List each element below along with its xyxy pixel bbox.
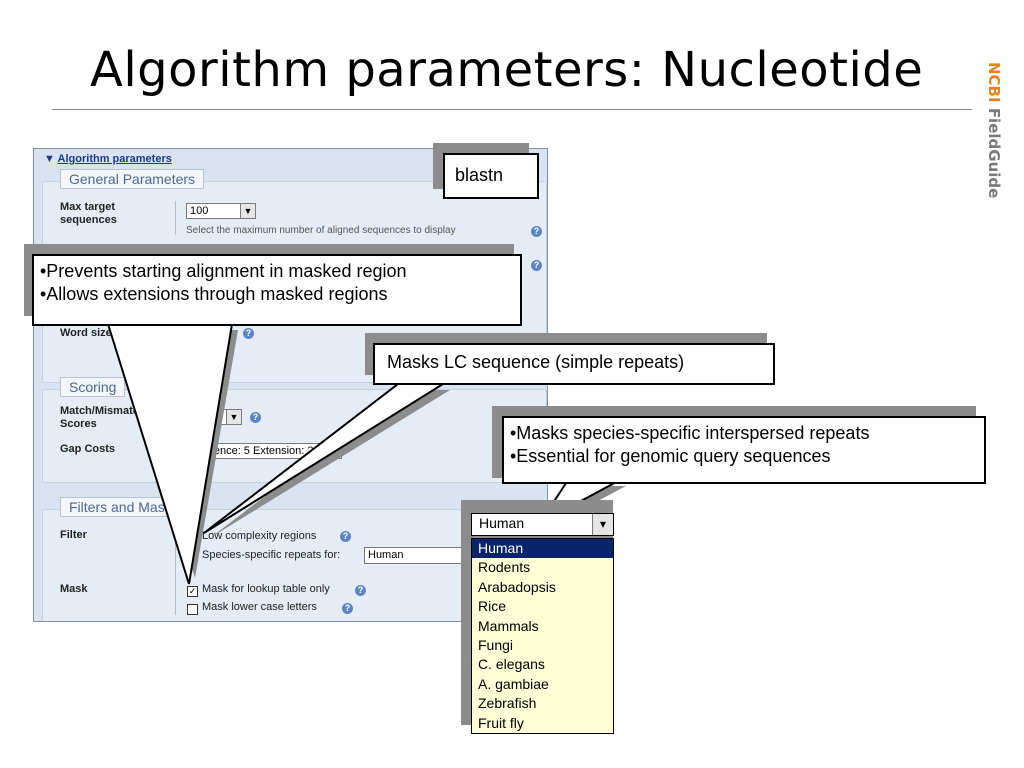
scoring-title: Scoring [60,377,126,397]
general-parameters-title: General Parameters [60,169,205,189]
help-icon[interactable]: ? [243,328,254,339]
species-option[interactable]: Rice [478,598,507,615]
help-icon[interactable]: ? [355,585,366,596]
species-option[interactable]: Mammals [478,617,539,634]
lc-pointer [203,383,447,534]
triangle-down-icon: ▼ [44,153,55,165]
species-option[interactable]: C. elegans [478,656,545,673]
gap-costs-label: Gap Costs [60,443,116,455]
max-target-hint: Select the maximum number of aligned seq… [186,225,456,236]
mask-lower-label: Mask lower case letters [202,601,317,613]
chevron-down-icon: ▼ [240,204,255,218]
mask-lookup-callout: •Prevents starting alignment in masked r… [32,254,522,326]
chevron-down-icon[interactable]: ▾ [592,514,613,535]
max-target-select[interactable]: 100 ▼ [186,203,256,219]
species-option[interactable]: A. gambiae [478,675,549,692]
filter-label: Filter [60,529,87,541]
gap-costs-select[interactable]: Existence: 5 Extension: 2 [186,443,342,459]
species-option[interactable]: Rodents [478,559,531,576]
help-icon[interactable]: ? [531,226,542,237]
species-options-list: Human Rodents Arabadopsis Rice Mammals F… [471,538,614,734]
species-select[interactable]: Human [364,547,468,564]
ncbi-fieldguide-logo: NCBI FieldGuide [985,62,1003,199]
slide-title: Algorithm parameters: Nucleotide [90,42,924,98]
divider [175,201,176,235]
chevron-down-icon: ▼ [226,410,241,424]
mask-label: Mask [60,583,88,595]
mask-lookup-label: Mask for lookup table only [202,583,330,595]
blastn-callout: blastn [443,153,539,199]
algorithm-parameters-toggle[interactable]: ▼ Algorithm parameters [44,153,172,165]
species-option[interactable]: Arabadopsis [478,578,556,595]
low-complexity-label: Low complexity regions [202,530,317,542]
species-option[interactable]: Fruit fly [478,714,524,731]
species-option[interactable]: Zebrafish [478,695,537,712]
species-dropdown-field[interactable]: Human ▾ [471,513,614,536]
species-option[interactable]: Fungi [478,636,514,653]
help-icon[interactable]: ? [340,531,351,542]
help-icon[interactable]: ? [250,412,261,423]
low-complexity-callout: Masks LC sequence (simple repeats) [373,343,775,385]
lc-pointer-shadow [210,390,450,538]
divider [175,527,176,615]
mask-lookup-checkbox[interactable]: ✓ [187,586,198,597]
title-divider [52,109,972,110]
help-icon[interactable]: ? [342,603,353,614]
mask-lower-checkbox[interactable] [187,604,198,615]
help-icon[interactable]: ? [531,260,542,271]
match-mismatch-label: Match/Mismatch Scores [60,405,146,430]
species-repeats-callout: •Masks species-specific interspersed rep… [502,416,986,484]
species-option[interactable]: Human [472,539,613,559]
species-repeats-label: Species-specific repeats for: [202,549,341,561]
word-size-label: Word size [60,327,112,339]
max-target-label: Max target sequences [60,201,117,226]
